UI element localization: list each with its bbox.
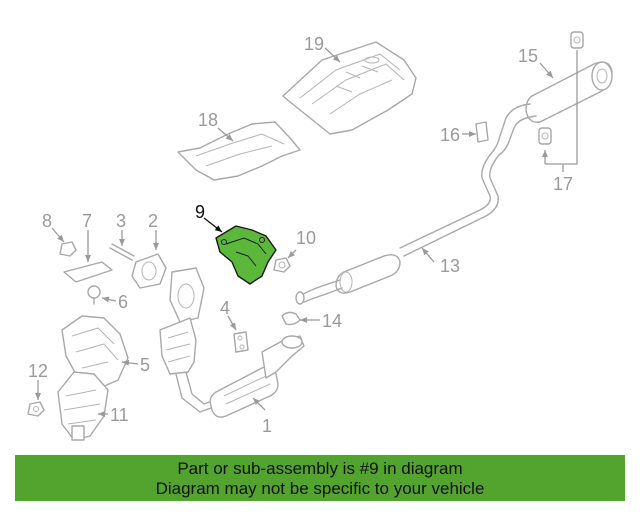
muffler-part[interactable] — [493, 61, 613, 155]
label-14: 14 — [322, 311, 342, 331]
label-19: 19 — [304, 34, 324, 54]
rubber-hanger-bottom-part[interactable] — [538, 127, 552, 145]
label-10: 10 — [296, 228, 316, 248]
manifold-heat-shield-part[interactable] — [61, 315, 129, 389]
bolt-part[interactable] — [87, 285, 101, 305]
label-5: 5 — [140, 355, 150, 375]
nut-part[interactable] — [273, 257, 291, 273]
label-11: 11 — [110, 405, 129, 425]
exhaust-gasket-part[interactable] — [131, 253, 167, 289]
banner-line-1: Part or sub-assembly is #9 in diagram — [177, 459, 463, 478]
label-9: 9 — [195, 202, 205, 222]
label-1: 1 — [262, 416, 272, 436]
bracket-plate-part[interactable] — [63, 261, 113, 283]
label-4: 4 — [220, 298, 230, 318]
label-6: 6 — [118, 292, 128, 312]
label-7: 7 — [82, 211, 92, 231]
part-info-banner: Part or sub-assembly is #9 in diagram Di… — [15, 455, 625, 501]
label-17: 17 — [553, 174, 573, 194]
heat-shield-lower-part[interactable] — [177, 121, 301, 181]
heat-shield-highlighted-part[interactable] — [215, 225, 277, 285]
hanger-bracket-part[interactable] — [475, 121, 489, 143]
exhaust-parts-diagram: 19 18 15 16 17 — [27, 31, 613, 441]
rubber-hanger-top-part[interactable] — [570, 31, 584, 49]
stud-bolt-part[interactable] — [109, 243, 135, 261]
label-12: 12 — [28, 361, 48, 381]
manifold-nut-part[interactable] — [27, 401, 45, 417]
label-8: 8 — [42, 211, 52, 231]
label-13: 13 — [440, 256, 460, 276]
exhaust-hanger-part[interactable] — [233, 331, 249, 353]
banner-line-2: Diagram may not be specific to your vehi… — [155, 479, 485, 498]
heat-shield-upper-part[interactable] — [282, 41, 417, 135]
label-18: 18 — [198, 110, 218, 130]
intermediate-pipe-part[interactable] — [295, 149, 501, 305]
label-15: 15 — [518, 46, 538, 66]
front-pipe-converter-part[interactable] — [159, 267, 305, 418]
clamp-part[interactable] — [281, 311, 301, 326]
label-3: 3 — [116, 211, 126, 231]
label-16: 16 — [440, 125, 460, 145]
exhaust-manifold-part[interactable] — [57, 371, 109, 441]
label-2: 2 — [148, 211, 158, 231]
small-nut-part[interactable] — [59, 241, 77, 257]
